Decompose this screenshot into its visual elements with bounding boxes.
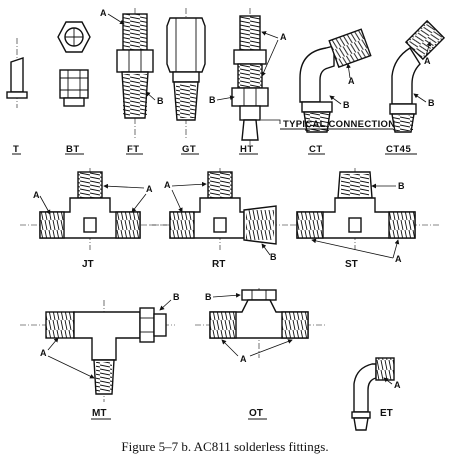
middle-row-labels: JT RT ST — [82, 259, 358, 270]
callout-b-ct: B — [343, 100, 350, 110]
fitting-ht-drawing — [231, 8, 269, 145]
fitting-gt-drawing — [166, 8, 206, 140]
fitting-ot-drawing: B A — [195, 288, 325, 364]
top-row-labels: T BT FT GT HT CT CT45 — [12, 144, 417, 155]
fitting-ct-drawing — [299, 28, 372, 133]
label-et: ET — [380, 408, 393, 419]
label-ht: HT — [240, 144, 254, 155]
label-gt: GT — [182, 144, 196, 155]
label-ft: FT — [127, 144, 140, 155]
fitting-bt-drawing — [57, 21, 91, 107]
callout-b-ct45: B — [428, 98, 435, 108]
callout-b-ht: B — [209, 95, 216, 105]
callout-a-jt-left: A — [33, 190, 40, 200]
bottom-row-labels: MT OT ET — [91, 408, 393, 420]
fitting-et-drawing: A — [351, 357, 401, 431]
label-mt: MT — [92, 408, 106, 419]
callout-a-mt: A — [40, 348, 47, 358]
fitting-rt-drawing: A B — [150, 168, 290, 262]
callout-b-mt: B — [173, 292, 180, 302]
label-jt: JT — [82, 259, 94, 270]
caption-text: AC811 solderless fittings. — [194, 439, 329, 454]
label-ot: OT — [249, 408, 263, 419]
callout-a-ot: A — [240, 354, 247, 364]
fitting-ft-drawing — [116, 8, 154, 140]
fitting-t-drawing — [6, 38, 28, 108]
callout-a-rt: A — [164, 180, 171, 190]
fitting-jt-drawing: A A — [20, 168, 170, 250]
fitting-mt-drawing: B A — [20, 292, 180, 402]
top-row-callouts: A B A B A B A B TYPICAL CONNECTION — [100, 8, 435, 130]
callout-b-rt: B — [270, 252, 277, 262]
callout-a-ct45: A — [424, 56, 431, 66]
label-ct45: CT45 — [386, 144, 411, 155]
figure-caption: Figure 5–7 b. AC811 solderless fittings. — [121, 439, 328, 454]
callout-a-jt-right: A — [146, 184, 153, 194]
label-ct: CT — [309, 144, 323, 155]
label-t: T — [13, 144, 19, 155]
fitting-ct45-drawing — [389, 19, 446, 133]
typical-connection-label: TYPICAL CONNECTION — [283, 119, 395, 130]
caption-prefix: Figure 5–7 b. — [121, 439, 191, 454]
callout-a-st: A — [395, 254, 402, 264]
callout-a-ct: A — [348, 76, 355, 86]
callout-b-st: B — [398, 181, 405, 191]
callout-b-ot: B — [205, 292, 212, 302]
callout-a-et: A — [394, 380, 401, 390]
label-rt: RT — [212, 259, 225, 270]
callout-a-ft: A — [100, 8, 107, 18]
fitting-st-drawing: B A — [290, 168, 440, 264]
label-bt: BT — [66, 144, 80, 155]
callout-a-ht: A — [280, 32, 287, 42]
callout-b-ft: B — [157, 96, 164, 106]
label-st: ST — [345, 259, 358, 270]
